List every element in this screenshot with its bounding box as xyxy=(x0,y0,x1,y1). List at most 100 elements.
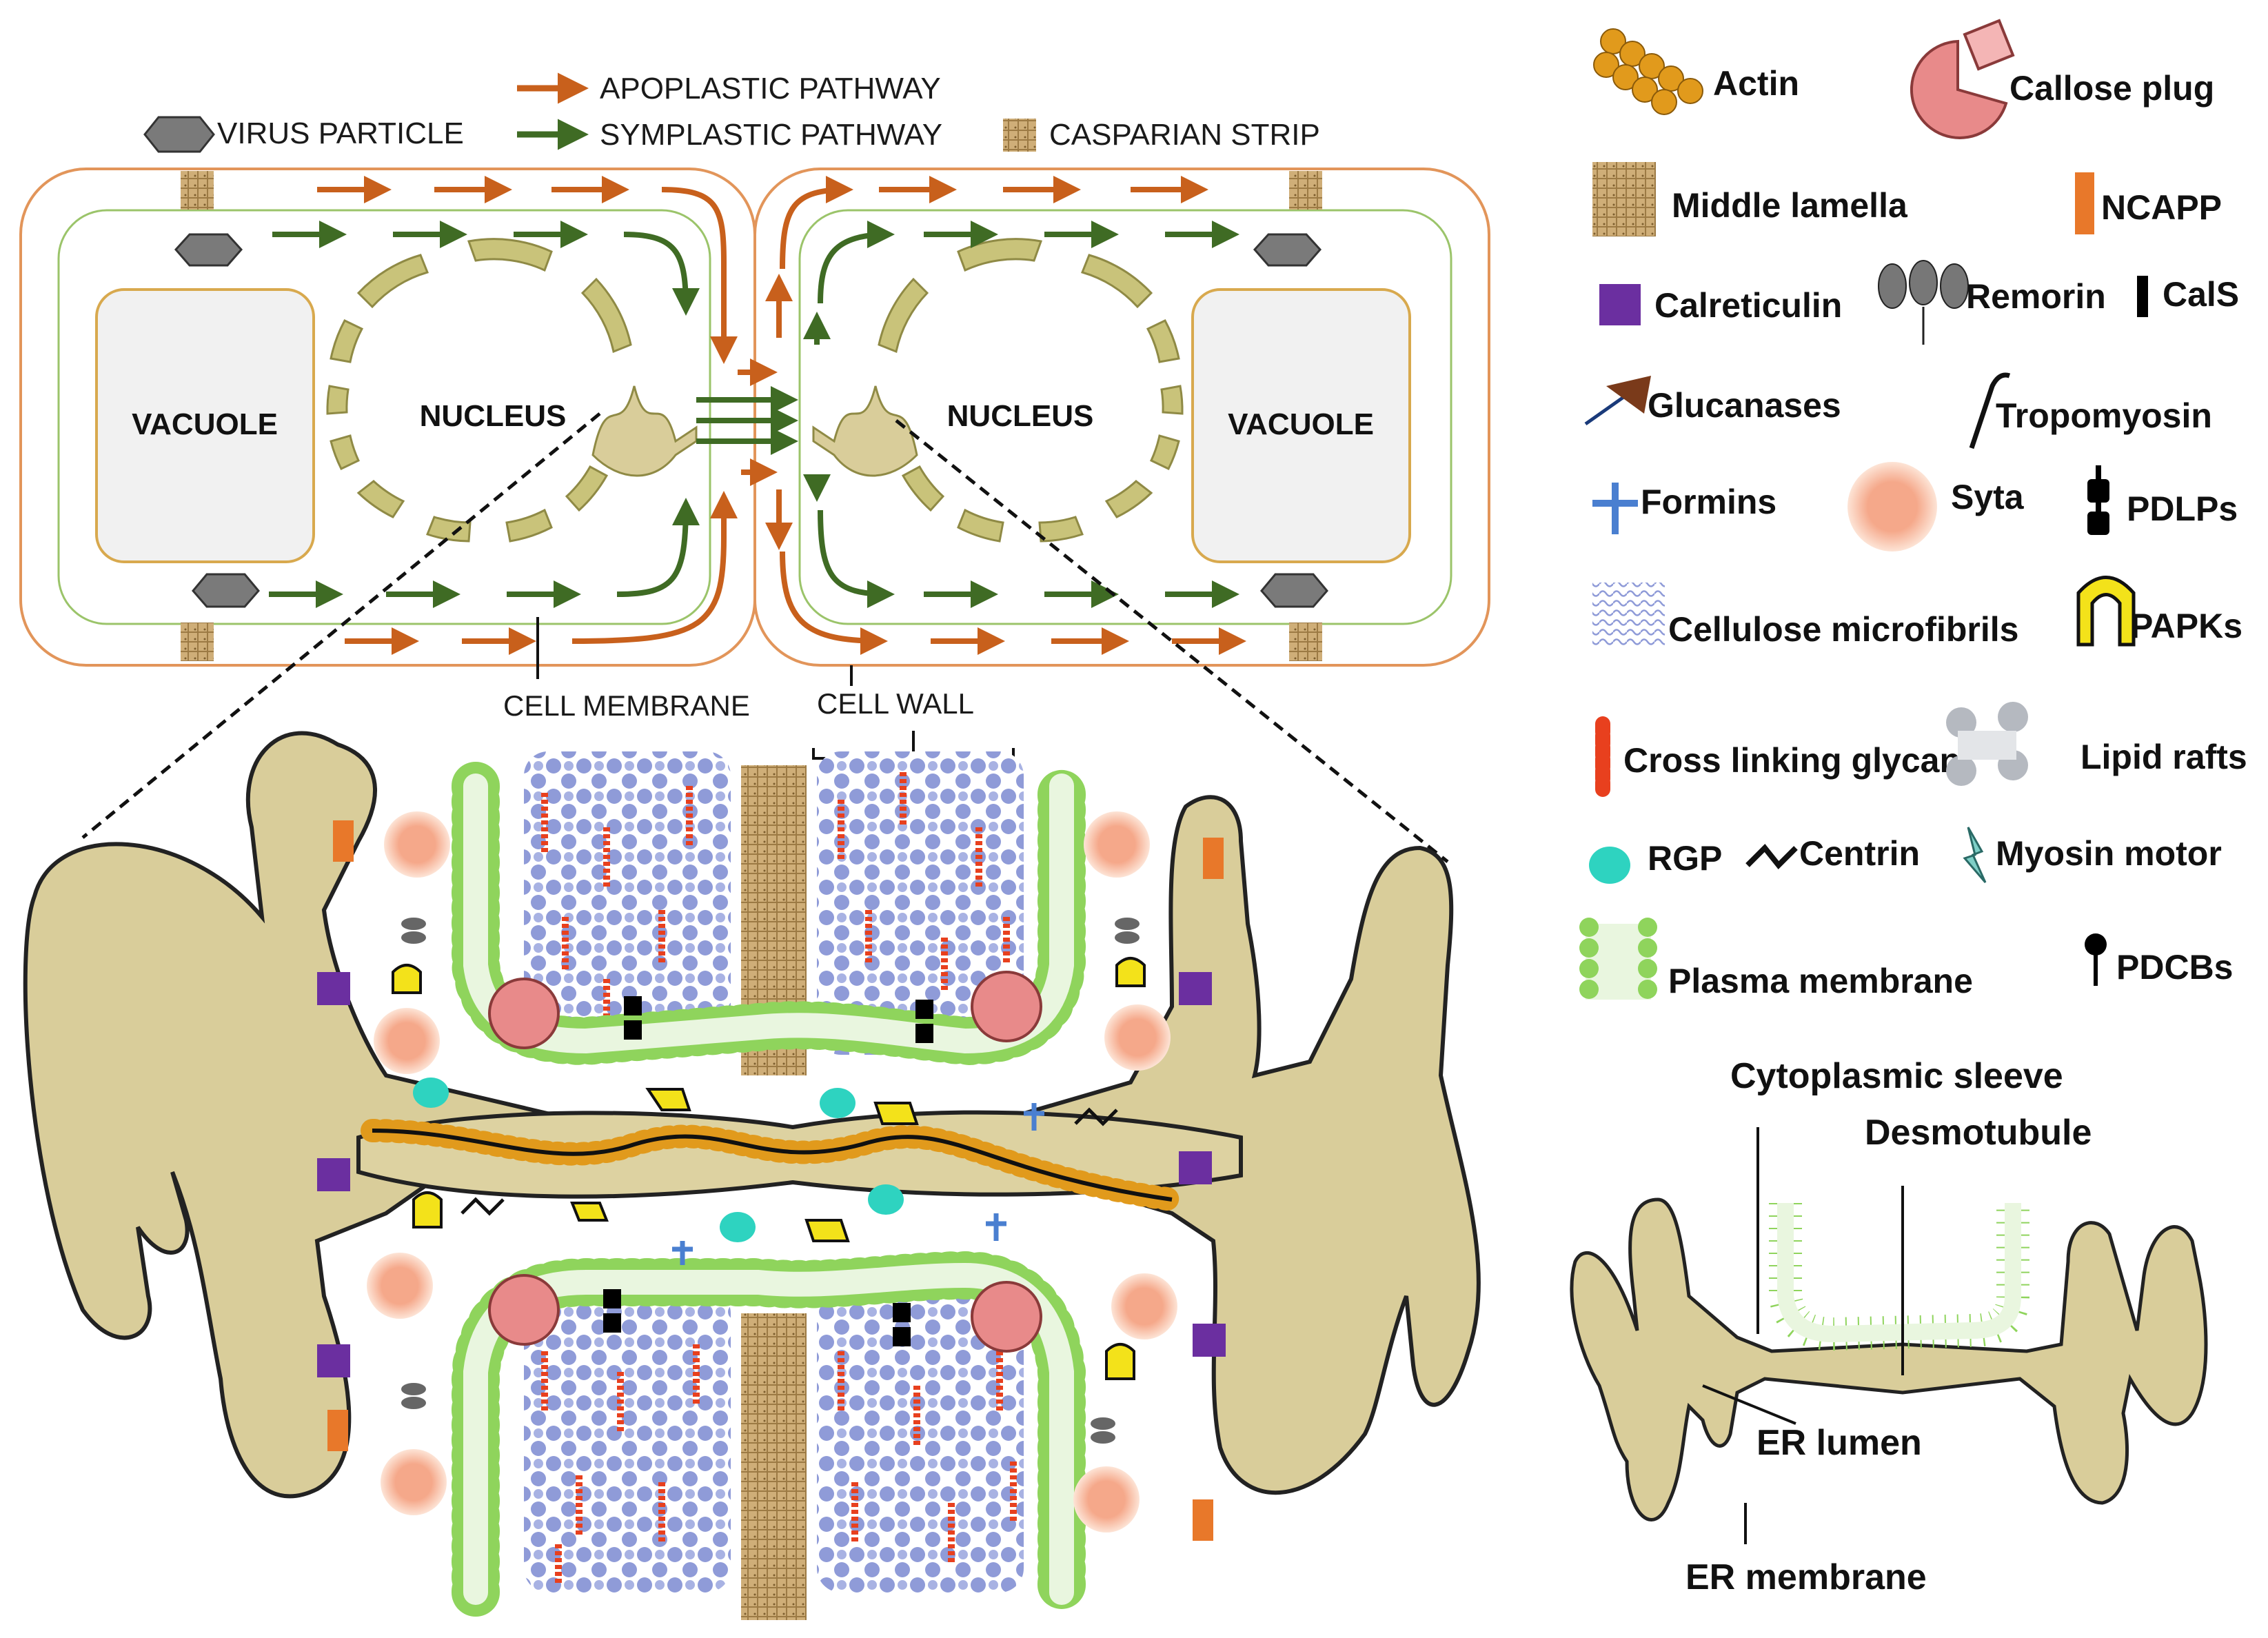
inset-desmotubule-label: Desmotubule xyxy=(1865,1113,2092,1153)
apoplastic-label: APOPLASTIC PATHWAY xyxy=(600,72,941,105)
myosin-motor-icon xyxy=(1963,827,1987,883)
casparian-strip-icon xyxy=(1003,119,1036,152)
left-vacuole-label: VACUOLE xyxy=(132,407,278,441)
calreticulin-markers xyxy=(317,972,1226,1377)
virus-particle-icon xyxy=(143,116,215,153)
virus-particle-icon xyxy=(1253,233,1322,267)
casparian-strip-icon xyxy=(181,623,214,661)
right-nucleus xyxy=(812,238,1184,543)
right-cell-membrane-outline xyxy=(798,209,1452,625)
inset-cytoplasmic-sleeve xyxy=(1769,1203,2029,1351)
er-lumen-pointer xyxy=(1702,1384,1796,1425)
legend-syta: Syta xyxy=(1951,478,2025,516)
legend-glucanases: Glucanases xyxy=(1648,386,1841,425)
legend-calreticulin: Calreticulin xyxy=(1654,286,1842,325)
symplastic-label: SYMPLASTIC PATHWAY xyxy=(600,118,942,152)
pathway-arrows xyxy=(269,176,1246,655)
left-nucleus-label: NUCLEUS xyxy=(420,399,567,433)
cellulose-block-top-left xyxy=(524,751,731,1055)
virus-label: VIRUS PARTICLE xyxy=(217,117,464,150)
lipid-rafts-icon xyxy=(1946,702,2028,786)
plasmodesma-detail xyxy=(23,731,1481,1620)
right-cell: VACUOLE NUCLEUS xyxy=(753,168,1490,667)
legend-papks: PAPKs xyxy=(2130,607,2242,645)
left-cell-membrane-outline xyxy=(57,209,711,625)
calreticulin-icon xyxy=(1599,284,1641,325)
pdlp-markers xyxy=(603,996,933,1346)
legend-centrin: Centrin xyxy=(1799,834,1920,873)
actin-icon xyxy=(1593,28,1703,115)
left-cell: VACUOLE NUCLEUS xyxy=(19,168,756,667)
legend-middle-lamella: Middle lamella xyxy=(1672,186,1908,225)
legend-tropomyosin: Tropomyosin xyxy=(1996,396,2212,435)
virus-particle-icon xyxy=(192,573,260,608)
legend-remorin: Remorin xyxy=(1966,277,2106,316)
zoom-line-left xyxy=(81,412,601,839)
casparian-strip-icon xyxy=(181,171,214,210)
papk-markers xyxy=(392,957,1146,1380)
callose-plugs xyxy=(488,971,1042,1353)
zoom-line-right xyxy=(895,419,1449,863)
tropomyosin-icon xyxy=(1969,372,2011,449)
rgp-markers xyxy=(413,1078,904,1242)
pdlps-icon xyxy=(2087,465,2109,535)
right-vacuole xyxy=(1191,288,1411,563)
legend-ncapp: NCAPP xyxy=(2101,188,2222,227)
ncapp-markers xyxy=(327,820,1224,1541)
centrin-icon xyxy=(1745,844,1798,869)
legend-pdcbs: PDCBs xyxy=(2116,948,2233,987)
legend-rgp: RGP xyxy=(1648,839,1722,878)
legend-myosin: Myosin motor xyxy=(1996,834,2222,873)
glucanases-icon xyxy=(1584,376,1651,426)
pathway-legend: APOPLASTIC PATHWAY SYMPLASTIC PATHWAY VI… xyxy=(143,72,1320,153)
papks-icon xyxy=(2076,576,2136,647)
inset-er-lumen-label: ER lumen xyxy=(1756,1423,1922,1463)
actin-filaments xyxy=(361,1119,1184,1211)
virus-particle-icon xyxy=(1260,573,1328,608)
legend-callose-plug: Callose plug xyxy=(2009,69,2214,108)
legend-glycan: Cross linking glycan xyxy=(1623,741,1961,780)
left-nucleus xyxy=(326,238,632,543)
right-vacuole-label: VACUOLE xyxy=(1228,407,1374,441)
virus-particle-icon xyxy=(174,233,243,267)
legend-plasma-membrane: Plasma membrane xyxy=(1668,962,1973,1000)
right-nucleus-label: NUCLEUS xyxy=(947,399,1094,433)
centrin-markers xyxy=(460,1107,1118,1216)
remorin-markers xyxy=(401,918,1140,1444)
syta-markers xyxy=(367,811,1177,1533)
syta-icon xyxy=(1847,462,1937,552)
cellulose-icon xyxy=(1592,583,1665,648)
inset-er-membrane-label: ER membrane xyxy=(1685,1557,1927,1597)
inset-cytoplasmic-sleeve-label: Cytoplasmic sleeve xyxy=(1730,1056,2063,1096)
casparian-strip-icon xyxy=(1289,623,1322,661)
legend-pdlps: PDLPs xyxy=(2127,489,2238,528)
plasmodesma-inset: Cytoplasmic sleeve Desmotubule ER lumen … xyxy=(1570,1056,2208,1597)
cell-membrane-label: CELL MEMBRANE xyxy=(503,689,750,722)
callose-plug-icon xyxy=(1910,19,2015,139)
formin-markers xyxy=(672,1103,1044,1265)
middle-lamella-bottom xyxy=(741,1313,807,1620)
remorin-icon xyxy=(1878,260,1969,345)
left-er-body xyxy=(23,731,622,1499)
left-vacuole xyxy=(95,288,315,563)
formins-icon xyxy=(1592,483,1638,534)
left-er-strands xyxy=(591,385,698,477)
right-cell-wall-outline xyxy=(753,168,1490,667)
cellulose-block-top-right xyxy=(817,751,1024,1055)
middle-lamella-icon xyxy=(1592,162,1656,236)
casparian-label: CASPARIAN STRIP xyxy=(1049,118,1320,152)
legend-lipid-rafts: Lipid rafts xyxy=(2080,738,2247,776)
casparian-strip-icon xyxy=(1289,171,1322,210)
legend-actin: Actin xyxy=(1713,64,1799,103)
legend-formins: Formins xyxy=(1641,483,1776,521)
cell-wall-label: CELL WALL xyxy=(817,687,974,720)
pdcbs-icon xyxy=(2085,933,2107,986)
rgp-icon xyxy=(1589,847,1630,884)
plasma-membrane-icon xyxy=(1579,918,1657,1000)
inset-sleeve-core xyxy=(1777,1203,2021,1343)
legend-cals: CalS xyxy=(2163,275,2239,314)
ncapp-icon xyxy=(2075,172,2094,234)
apoplastic-arrows xyxy=(317,176,1246,655)
component-legend: Actin Callose plug Middle lamella NCAPP … xyxy=(1579,19,2247,1000)
